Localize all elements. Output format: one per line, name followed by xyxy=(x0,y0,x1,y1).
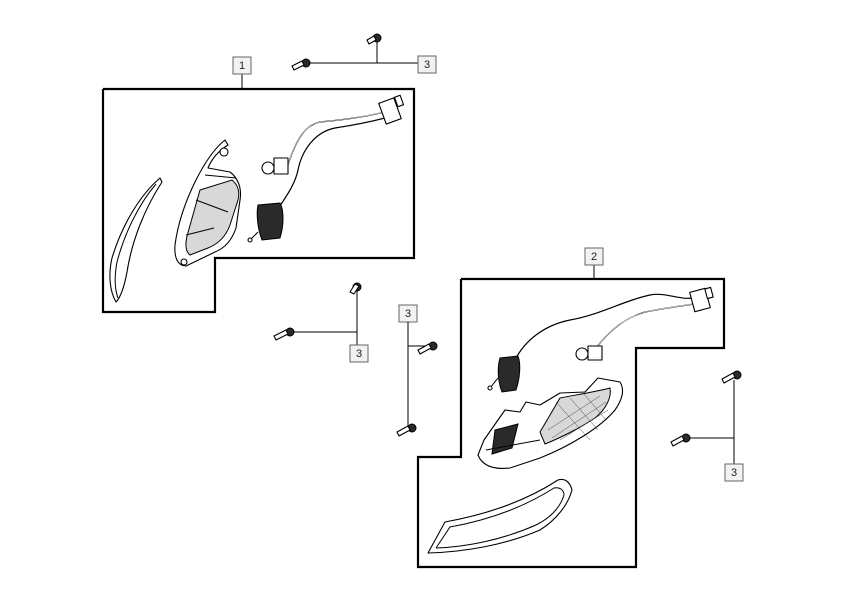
wiring-harness-icon xyxy=(514,293,695,361)
callout-part-1-label: 1 xyxy=(239,60,245,72)
connector-icon xyxy=(689,286,714,313)
connector-icon xyxy=(378,94,405,125)
callout-part-1[interactable]: 1 xyxy=(232,56,252,75)
bulb-icon xyxy=(261,157,289,175)
screw-icon xyxy=(396,423,417,437)
callout-screw-b-label: 3 xyxy=(356,348,362,360)
screw-icon xyxy=(291,58,311,71)
screw-icon xyxy=(670,433,691,447)
screw-icon xyxy=(273,327,295,341)
assembly-1-frame xyxy=(101,87,416,314)
lamp-hatch xyxy=(547,393,609,441)
headlight-assembly-icon xyxy=(174,139,242,267)
screw-icon xyxy=(349,282,362,295)
callout-screw-b[interactable]: 3 xyxy=(349,344,369,363)
callout-part-2[interactable]: 2 xyxy=(584,247,604,266)
callout-screw-a[interactable]: 3 xyxy=(417,55,437,74)
screw-icon xyxy=(721,370,742,384)
wiring-harness-icon xyxy=(275,111,386,213)
callout-screw-d[interactable]: 3 xyxy=(724,463,744,482)
bulb-socket-icon xyxy=(487,355,521,393)
callout-screw-a-label: 3 xyxy=(424,59,430,71)
assembly-2-frame xyxy=(416,277,726,569)
lens-cover-icon xyxy=(427,478,573,554)
turn-signal-lamp-icon xyxy=(477,377,624,469)
callout-screw-c[interactable]: 3 xyxy=(398,304,418,323)
bulb-socket-icon xyxy=(247,202,284,243)
screw-icon xyxy=(366,33,382,45)
callout-screw-d-label: 3 xyxy=(731,467,737,479)
lens-cover-icon xyxy=(109,177,163,303)
callout-screw-c-label: 3 xyxy=(405,308,411,320)
bulb-icon xyxy=(575,345,603,361)
screw-icon xyxy=(417,341,438,355)
callout-part-2-label: 2 xyxy=(591,251,597,263)
